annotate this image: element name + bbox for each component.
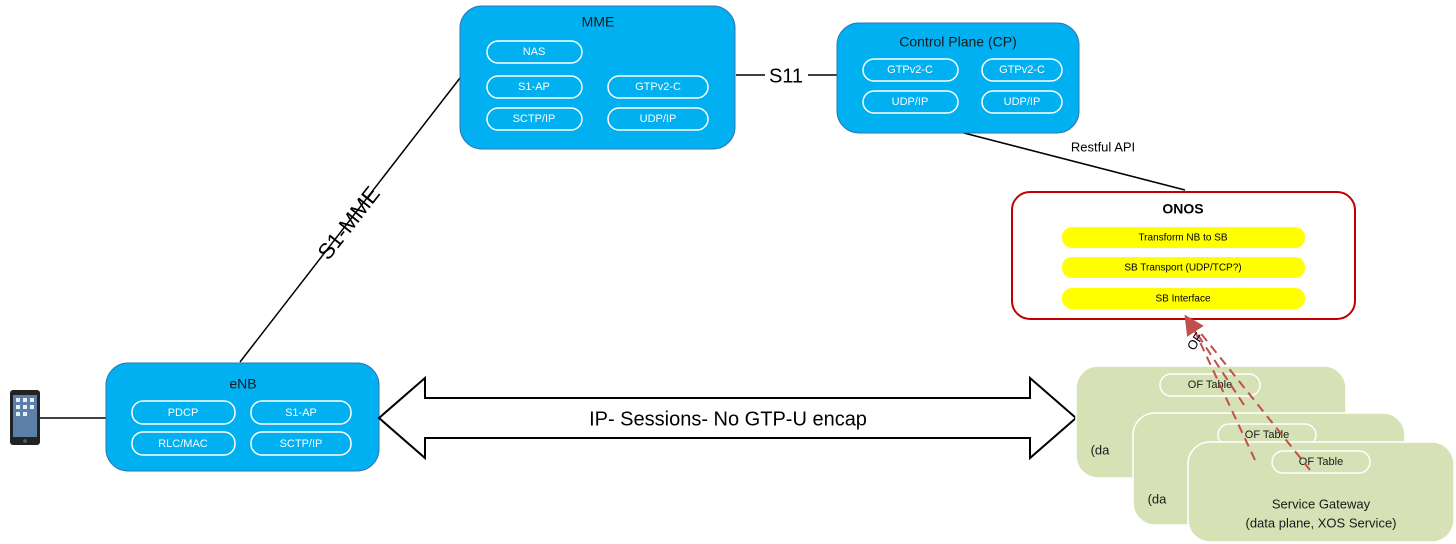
- restful-api-label: Restful API: [1071, 139, 1135, 154]
- mme-node: MME NAS S1-AP SCTP/IP GTPv2-C UDP/IP: [459, 5, 736, 150]
- onos-node: ONOS Transform NB to SB SB Transport (UD…: [1011, 191, 1356, 320]
- cp-udp1-label: UDP/IP: [892, 96, 929, 108]
- mme-sctp-pill: [486, 107, 583, 131]
- service-gateway-subtitle: (data plane, XOS Service): [1245, 515, 1396, 530]
- of-table-label-front: OF Table: [1299, 456, 1343, 468]
- onos-row-interface-label: SB Interface: [1155, 294, 1210, 305]
- onos-row-transport: [1062, 257, 1305, 278]
- of-table-label-back: OF Table: [1188, 379, 1232, 391]
- of-table-pill-front: [1271, 450, 1371, 474]
- enb-sctp-label: SCTP/IP: [280, 438, 323, 450]
- onos-row-transport-label: SB Transport (UDP/TCP?): [1124, 263, 1241, 274]
- enb-s1ap-label: S1-AP: [285, 407, 317, 419]
- gateway-middle-partial: (da: [1148, 491, 1168, 506]
- gateway-back-partial: (da: [1091, 442, 1111, 457]
- mme-s1ap-label: S1-AP: [518, 81, 550, 93]
- service-gateway-front: OF Table Service Gateway (data plane, XO…: [1187, 441, 1455, 543]
- enb-node: eNB PDCP S1-AP RLC/MAC SCTP/IP: [105, 362, 380, 472]
- enb-rlc-pill: [131, 431, 236, 456]
- enb-pdcp-pill: [131, 400, 236, 425]
- onos-row-transform: [1062, 227, 1305, 248]
- mme-title: MME: [582, 14, 615, 30]
- onos-row-interface: [1062, 288, 1305, 309]
- mme-udp-pill: [607, 107, 709, 131]
- service-gateway-title: Service Gateway: [1272, 496, 1371, 511]
- s1-mme-label: S1-MME: [312, 182, 384, 265]
- mme-sctp-label: SCTP/IP: [513, 113, 556, 125]
- s1-mme-link: [239, 77, 461, 363]
- cp-title: Control Plane (CP): [899, 34, 1017, 50]
- s11-label: S11: [769, 65, 803, 87]
- mme-gtp-pill: [607, 75, 709, 99]
- tablet-icon: [10, 390, 40, 445]
- enb-rlc-label: RLC/MAC: [158, 438, 208, 450]
- enb-sctp-pill: [250, 431, 352, 456]
- mme-gtp-label: GTPv2-C: [635, 81, 681, 93]
- enb-s1ap-pill: [250, 400, 352, 425]
- onos-row-transform-label: Transform NB to SB: [1138, 233, 1227, 244]
- cp-udp1-pill: [862, 90, 959, 114]
- mme-nas-label: NAS: [523, 46, 546, 58]
- ip-sessions-label: IP- Sessions- No GTP-U encap: [589, 408, 867, 430]
- control-plane-node: Control Plane (CP) GTPv2-C GTPv2-C UDP/I…: [836, 22, 1080, 134]
- mme-udp-label: UDP/IP: [640, 113, 677, 125]
- mme-nas-pill: [486, 40, 583, 64]
- cp-udp2-label: UDP/IP: [1004, 96, 1041, 108]
- cp-gtp2-label: GTPv2-C: [999, 64, 1045, 76]
- cp-gtp1-pill: [862, 58, 959, 82]
- enb-pdcp-label: PDCP: [168, 407, 199, 419]
- of-arrow-1: [1184, 314, 1245, 406]
- of-arrow-3: [1194, 325, 1311, 471]
- cp-udp2-pill: [981, 90, 1063, 114]
- mme-s1ap-pill: [486, 75, 583, 99]
- onos-title: ONOS: [1162, 201, 1203, 217]
- of-arrow-2: [1191, 324, 1256, 461]
- of-table-label-middle: OF Table: [1245, 429, 1289, 441]
- cp-gtp1-label: GTPv2-C: [887, 64, 933, 76]
- cp-gtp2-pill: [981, 58, 1063, 82]
- restful-api-link: [959, 131, 1186, 191]
- enb-title: eNB: [229, 376, 256, 392]
- of-table-pill-back: [1159, 373, 1261, 397]
